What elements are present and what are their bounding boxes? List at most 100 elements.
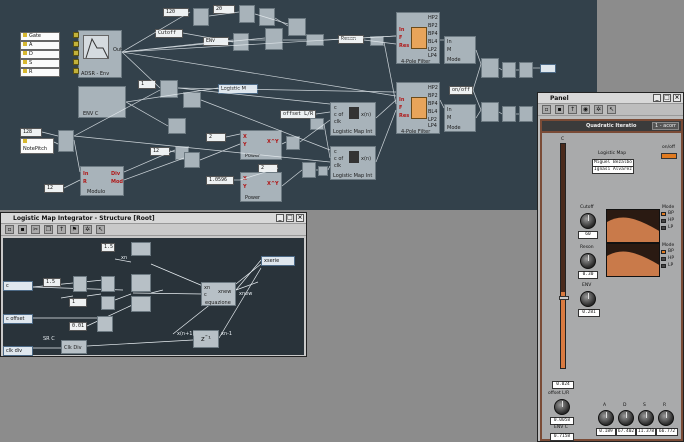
logistic-map-structure-window[interactable]: Logistic Map Integrator - Structure [Roo… [0,212,307,357]
struct-mult-2[interactable] [73,276,87,292]
value-1059[interactable]: 1.0596 [206,176,234,185]
c-fader-handle[interactable] [559,296,569,300]
cut-icon[interactable]: ✂ [31,225,40,234]
mult-out-1[interactable] [502,62,516,78]
panel-pointer-icon[interactable]: ↖ [607,105,616,114]
adder-module-1[interactable] [288,18,306,36]
power-module-2[interactable]: X Y X^Y Power [240,172,282,202]
close-button[interactable]: × [296,214,304,222]
value-one[interactable]: 1 [138,80,156,89]
input-d[interactable]: D [20,50,60,59]
mode1-hp-led[interactable] [661,219,666,223]
input-r[interactable]: R [20,68,60,77]
s-knob[interactable] [638,410,654,426]
panel-maximize-button[interactable]: □ [663,94,671,102]
mixer-module-1[interactable] [481,58,499,78]
preset-select[interactable]: 1 - acorr [652,122,679,130]
multiplier-module-5[interactable] [265,28,283,50]
struct-value-15a[interactable]: 1.5 [101,243,115,252]
a-knob[interactable] [598,410,614,426]
value-128[interactable]: 128 [20,128,42,137]
struct-mult-6[interactable] [97,316,113,332]
struct-value-1[interactable]: 1 [69,298,87,307]
struct-coffset-input[interactable]: c offset [3,314,33,324]
value-120[interactable]: 120 [163,8,189,17]
panel-close-button[interactable]: × [673,94,681,102]
multiplier-module-3[interactable] [259,8,275,26]
mode2-lp-led[interactable] [661,264,666,268]
filter-module-1[interactable]: 4-Pole Filter HP2 BP2 BP4 BL4 LP2 LP4 In… [396,12,440,65]
multiplier-module-6[interactable] [160,80,178,98]
out-module-2[interactable] [519,106,533,122]
struct-xserie-output[interactable]: xserie [261,256,295,266]
offset-knob[interactable] [554,399,570,415]
sample-delay-module[interactable]: zˉ¹ [193,330,219,348]
struct-sub-1[interactable] [101,296,115,310]
maximize-button[interactable]: □ [286,214,294,222]
power-mult-1[interactable] [286,136,300,150]
adsr-in-port-a[interactable] [73,41,79,47]
save-icon[interactable]: ▪ [18,225,27,234]
value-12a[interactable]: 12 [44,184,64,193]
out-module-1[interactable] [519,62,533,78]
logistic-map-int-1[interactable]: c c of clk x(n) Logistic Map Int [330,102,376,136]
panel-save-icon[interactable]: ▪ [555,105,564,114]
panel-settings-icon[interactable]: ✲ [594,105,603,114]
struct-mult-5[interactable] [131,296,151,312]
reson-knob[interactable] [580,253,596,269]
input-gate[interactable]: Gate [20,32,60,41]
struct-mult-3[interactable] [101,276,115,292]
multiplier-module-4[interactable] [233,33,249,51]
cutoff-knob[interactable] [580,213,596,229]
adsr-in-port-r[interactable] [73,68,79,74]
power-mult-2[interactable] [302,162,316,178]
structure-canvas[interactable]: Gate A D S R ADSR - Env Out 120 20 Cutof… [0,0,597,210]
env-label-box[interactable]: ENV [203,37,229,46]
onoff-label-box[interactable]: on/off [449,86,473,95]
flag-icon[interactable]: ⚑ [70,225,79,234]
multiplier-module-7[interactable] [183,92,201,108]
panel-up-icon[interactable]: ↑ [568,105,577,114]
offset-mult[interactable] [310,118,324,130]
struct-c-input[interactable]: c [3,281,33,291]
mode2-bp-led[interactable] [661,250,666,254]
input-notepitch[interactable]: NotePitch [20,138,54,154]
mixer-module-2[interactable] [481,102,499,122]
reson-mult-module[interactable] [370,36,384,46]
adsr-env-module[interactable]: ADSR - Env Out [78,30,122,78]
input-s[interactable]: S [20,59,60,68]
modulo-module[interactable]: In R Div Mod Modulo [80,166,124,196]
open-icon[interactable]: ▫ [5,225,14,234]
minimize-button[interactable]: _ [276,214,284,222]
panel-titlebar[interactable]: Panel _ □ × [538,93,683,104]
mult-out-2[interactable] [502,106,516,122]
value-12b[interactable]: 12 [150,147,170,156]
pointer-icon[interactable]: ↖ [96,225,105,234]
adder-module-2[interactable] [306,34,324,46]
mode1-lp-led[interactable] [661,226,666,230]
panel-snapshot-icon[interactable]: ◉ [581,105,590,114]
struct-mult-4[interactable] [131,274,151,292]
cutoff-label-box[interactable]: Cutoff [155,29,183,38]
onoff-toggle[interactable] [661,153,677,159]
clock-divider-module[interactable]: Clk Div [61,340,87,354]
power-mult-3[interactable] [318,166,328,176]
struct-value-001[interactable]: 0.01 [69,322,87,331]
up-icon[interactable]: ↑ [57,225,66,234]
reson-label-box[interactable]: Reson [338,35,364,44]
env-knob[interactable] [580,291,596,307]
logistic-map-box[interactable]: Logistic M [218,84,258,94]
input-a[interactable]: A [20,41,60,50]
r-knob[interactable] [658,410,674,426]
panel-minimize-button[interactable]: _ [653,94,661,102]
mode-module-1[interactable]: In M Mode [444,36,476,64]
adsr-in-port-d[interactable] [73,50,79,56]
power-module-1[interactable]: X Y X^Y Power [240,130,282,160]
mode2-hp-led[interactable] [661,257,666,261]
struct-value-15b[interactable]: 1.5 [43,278,61,287]
adsr-in-port-gate[interactable] [73,32,79,38]
env-c-module[interactable]: ENV C [78,86,126,118]
struct-mult-1[interactable] [131,242,151,256]
filter-module-2[interactable]: 4-Pole Filter HP2 BP2 BP4 BL4 LP2 LP4 In… [396,82,440,135]
c-fader[interactable] [559,143,569,369]
